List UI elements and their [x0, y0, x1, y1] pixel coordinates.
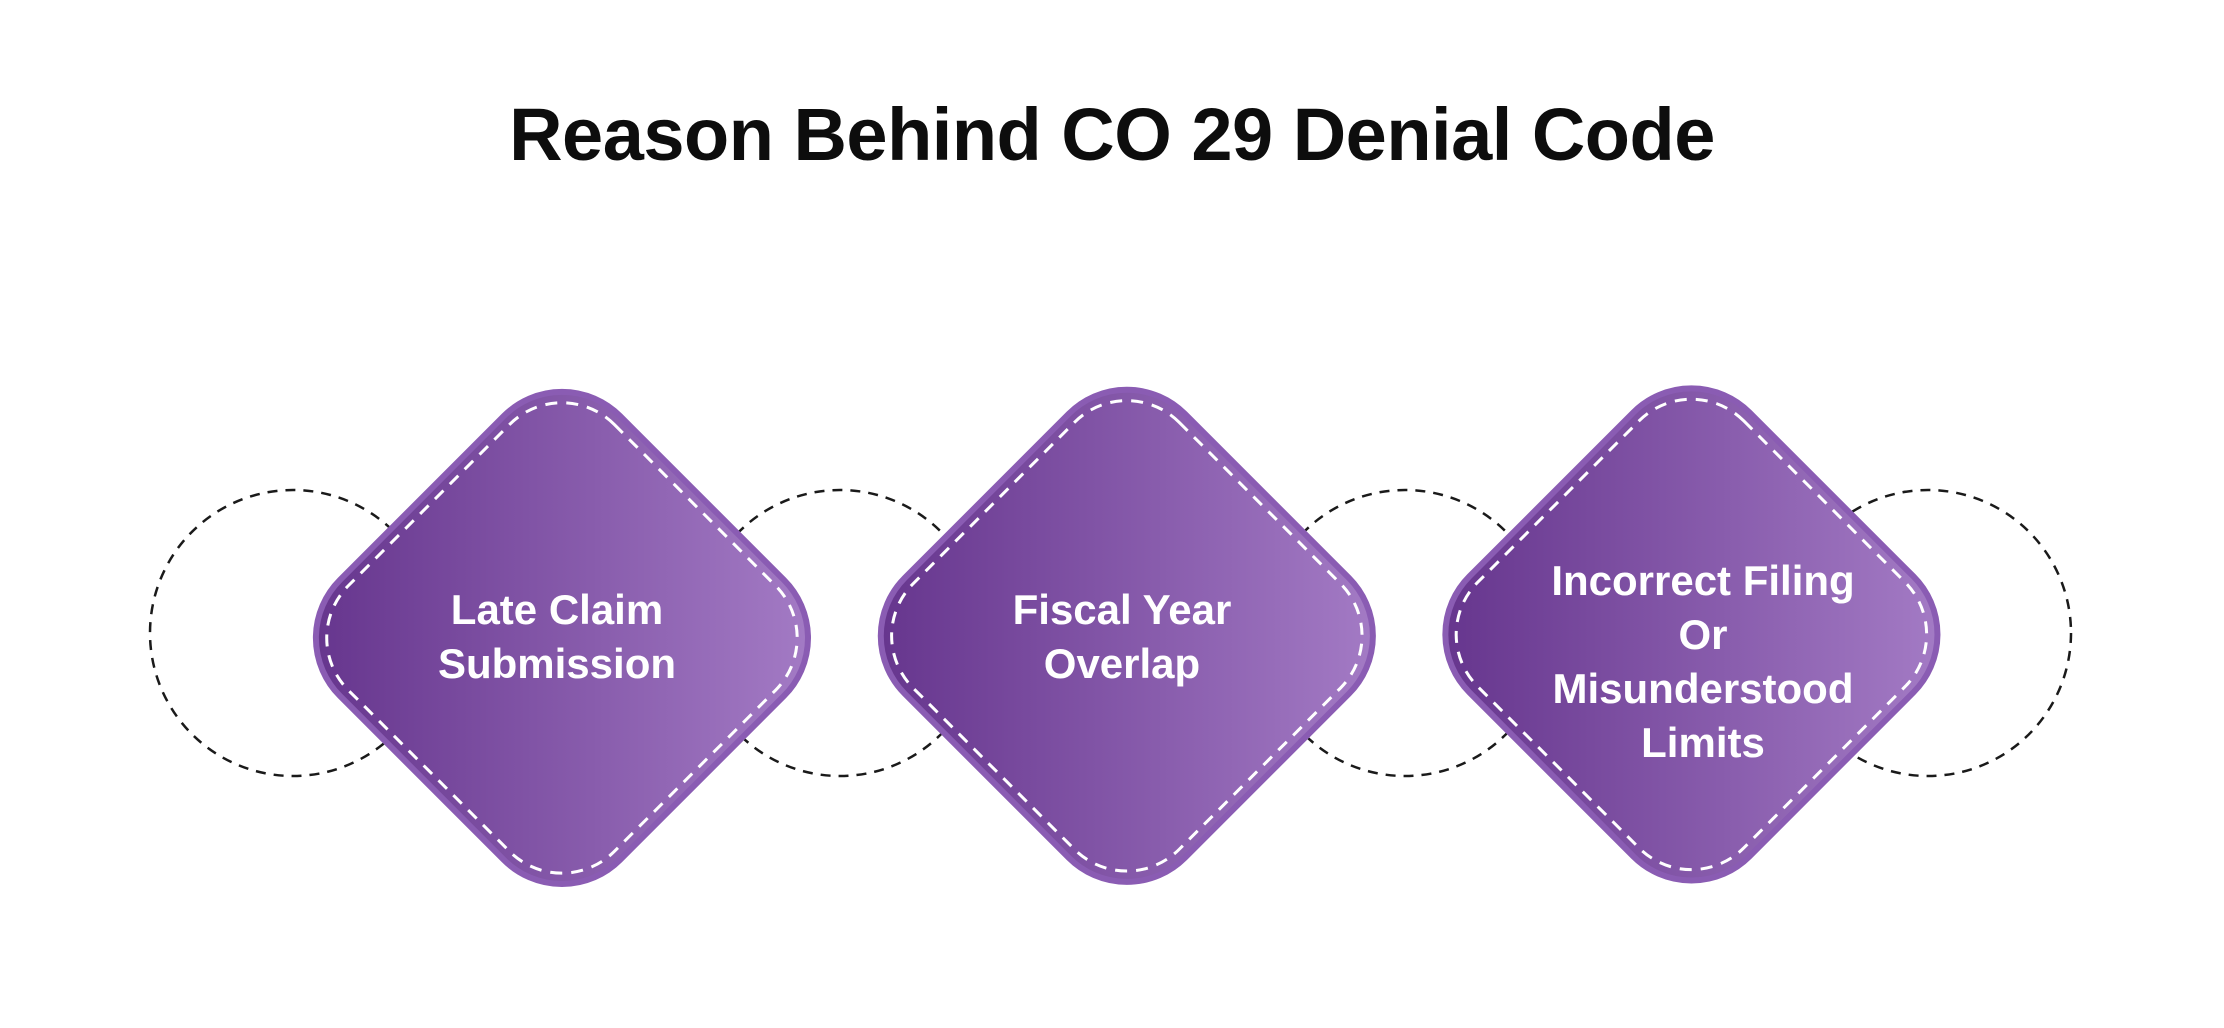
reason-2-line-1: Fiscal Year — [1012, 586, 1232, 633]
diamond-2-inner-dashed-border — [890, 399, 1364, 873]
diamond-2-shape — [877, 386, 1376, 885]
diamond-3-inner-dashed-border — [1454, 397, 1929, 872]
diamond-1 — [312, 388, 811, 887]
diamond-1-shape — [312, 388, 811, 887]
reason-3-line-1: Incorrect Filing — [1551, 557, 1855, 604]
reason-3-line-4: Limits — [1641, 719, 1765, 766]
connector-circle-right — [1783, 488, 2073, 778]
reason-2-line-2: Overlap — [1043, 640, 1201, 687]
reason-label-1: Late Claim Submission — [377, 583, 737, 691]
reason-label-2: Fiscal Year Overlap — [942, 583, 1302, 691]
diamond-1-inner-dashed-border — [325, 401, 799, 875]
reason-1-line-2: Submission — [437, 640, 677, 687]
reason-3-line-2: Or — [1678, 611, 1728, 658]
reason-3-line-3: Misunderstood — [1552, 665, 1854, 712]
diamond-3 — [1442, 385, 1941, 884]
diamond-2 — [877, 386, 1376, 885]
reason-1-line-1: Late Claim — [450, 586, 664, 633]
diamond-3-shape — [1442, 385, 1941, 884]
page-title: Reason Behind CO 29 Denial Code — [509, 93, 1715, 176]
reason-label-3: Incorrect Filing Or Misunderstood Limits — [1523, 554, 1883, 770]
